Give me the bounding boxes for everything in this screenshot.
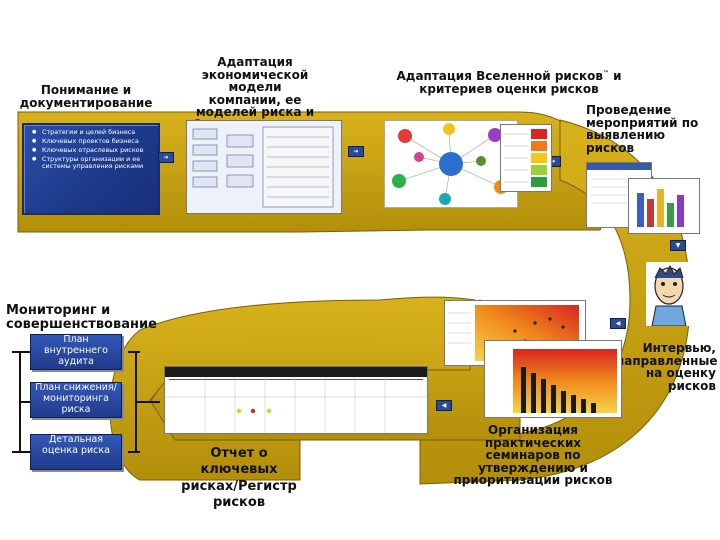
internal-audit-plan-box: План внутреннего аудита	[30, 334, 122, 370]
risk-mitigation-plan-box: План снижения/мониторинга риска	[30, 382, 122, 418]
label-interviews: Интервью, направленные на оценку рисков	[616, 341, 718, 393]
arrow-right-icon: ➔	[158, 152, 174, 163]
risk-criteria-table-image	[500, 124, 552, 192]
label-adaptation-universe-rest: и критериев оценки рисков	[419, 69, 622, 96]
understanding-item: Структуры организации и ее системы управ…	[32, 156, 158, 170]
risk-register-image	[164, 366, 428, 434]
understanding-item: Стратегии и целей бизнеса	[32, 129, 158, 137]
label-adaptation-universe: Адаптация Вселенной рисков™ и критериев …	[384, 70, 634, 95]
label-understanding: Понимание и документирование	[19, 83, 153, 110]
detailed-assessment-box: Детальная оценка риска	[30, 434, 122, 470]
arrow-left-icon: ◀	[436, 400, 452, 411]
label-workshops: Организация практических семинаров по ут…	[453, 423, 613, 488]
trademark-mark: ™	[602, 70, 609, 77]
label-adaptation-universe-main: Адаптация Вселенной рисков	[396, 69, 603, 83]
understanding-box: Стратегии и целей бизнеса Ключевых проек…	[22, 123, 160, 215]
arrow-down-icon: ▼	[670, 240, 686, 251]
understanding-item: Ключевых проектов бизнеса	[32, 138, 158, 146]
arrow-left-icon: ◀	[610, 318, 626, 329]
arrow-right-icon: ➔	[348, 146, 364, 157]
interview-person-image	[646, 262, 692, 327]
understanding-item: Ключевых отраслевых рисков	[32, 147, 158, 155]
label-report: Отчет о ключевых рисках/Регистр рисков	[181, 446, 297, 510]
workshop-bar-chart-image	[484, 340, 622, 418]
monitoring-bracket	[12, 351, 160, 453]
process-map-image	[186, 120, 342, 214]
identification-chart-image	[628, 178, 700, 234]
label-identification: Проведение мероприятий по выявлению риск…	[586, 103, 699, 155]
risk-universe-image	[384, 120, 518, 208]
label-monitoring: Мониторинг и совершенствование	[6, 303, 157, 332]
